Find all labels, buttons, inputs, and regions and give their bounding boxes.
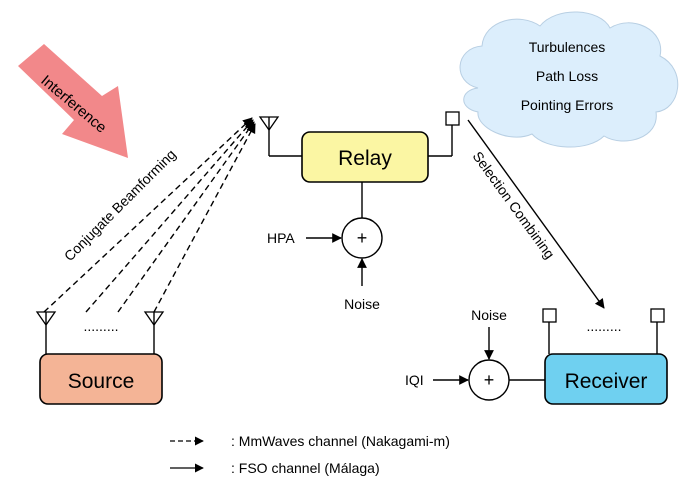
relay-rx-antenna-icon [258,116,302,157]
relay-adder [341,217,383,259]
receiver-noise-label: Noise [471,307,507,323]
cloud-line-pointing-errors: Pointing Errors [521,97,614,113]
receiver-aperture-left-icon [542,308,557,354]
mmwave-link-3 [117,121,255,313]
mmwave-link-4 [153,123,256,313]
source-node [39,353,163,405]
receiver-adder-symbol: + [484,370,495,390]
interference-arrow [18,44,128,158]
source-label: Source [68,370,135,393]
selection-combining-label: Selection Combining [470,148,558,261]
relay-tx-aperture-icon [428,111,460,157]
mmwave-link-1 [43,117,253,313]
relay-node [301,131,429,183]
source-antenna-left-icon [35,311,57,354]
hpa-label: HPA [267,230,295,246]
receiver-node [544,353,668,405]
receiver-label: Receiver [565,370,648,393]
cloud-line-path-loss: Path Loss [536,68,598,84]
mmwave-link-2 [85,119,254,313]
fso-link [467,119,605,309]
relay-adder-symbol: + [357,228,368,248]
mmwave-links [43,117,256,313]
impairments-cloud [459,11,679,148]
receiver-aperture-right-icon [650,308,665,354]
cloud-line-turbulences: Turbulences [529,39,606,55]
relay-noise-label: Noise [344,296,380,312]
source-antenna-right-icon [143,311,165,354]
legend-mmwave-text: : MmWaves channel (Nakagami-m) [231,433,450,449]
legend-fso-text: : FSO channel (Málaga) [231,460,380,476]
iqi-label: IQI [405,372,424,388]
receiver-aperture-dots: ......... [586,318,621,334]
relay-label: Relay [338,147,392,170]
conjugate-beamforming-label: Conjugate Beamforming [61,146,179,264]
source-antenna-dots: ......... [83,318,118,334]
